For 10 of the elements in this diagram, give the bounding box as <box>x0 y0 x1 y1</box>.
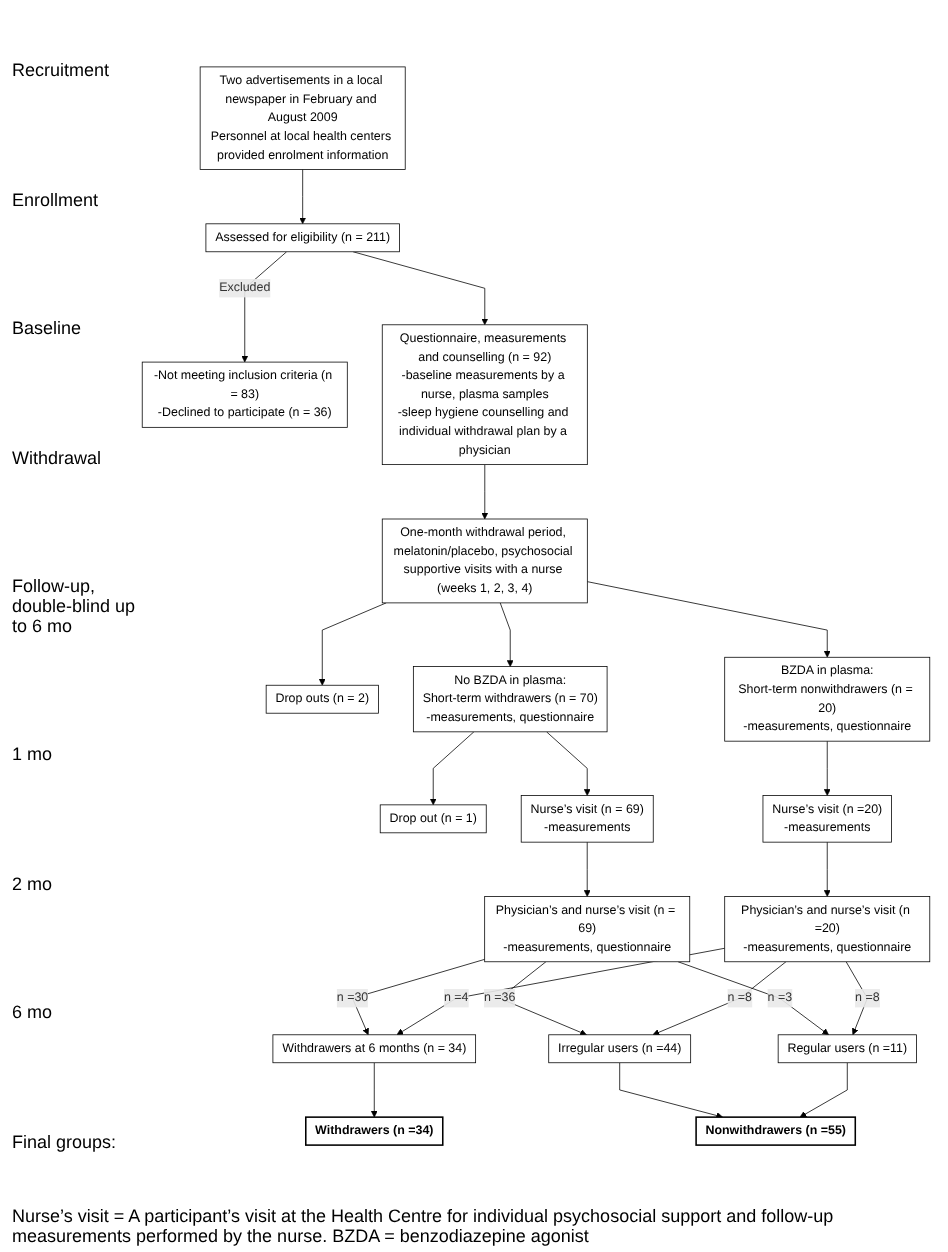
note-text: Nurse’s visit = A participant’s visit at the Health Centre for individual psychosocial support and follow-up measurements performed by the nurse. BZDA = benzodiazepine agonist <box>12 1206 836 1246</box>
note-text: Follow-up, double-blind up to 6 mo <box>12 575 136 636</box>
note-text: Final groups: <box>12 1131 119 1152</box>
note-text: Withdrawal <box>12 447 104 468</box>
note-text: 1 mo <box>12 744 55 765</box>
note-text: Recruitment <box>12 60 112 81</box>
note-text: 6 mo <box>12 1002 55 1023</box>
note-text: Enrollment <box>12 189 101 210</box>
note-text: 2 mo <box>12 873 55 894</box>
note-text: Baseline <box>12 318 84 339</box>
